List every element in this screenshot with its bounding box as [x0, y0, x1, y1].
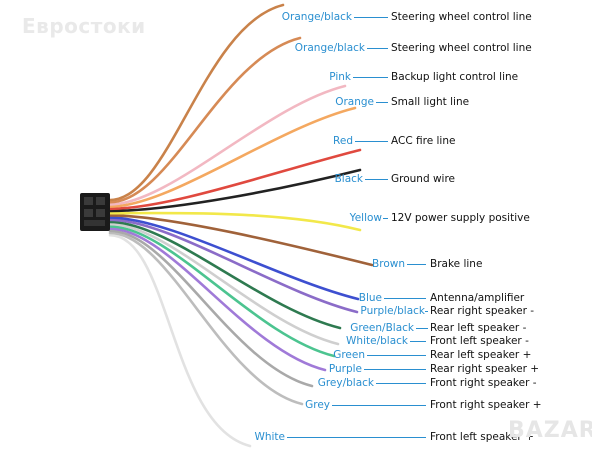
wire-9: [108, 218, 359, 314]
wire-color-label: Black: [334, 173, 363, 185]
wire-16: [108, 233, 252, 448]
leader-line: [287, 437, 426, 438]
leader-line: [383, 218, 388, 219]
wire-color-label: White/black: [346, 335, 408, 347]
wire-1: [108, 36, 302, 204]
wire-4: [108, 148, 362, 211]
wire-function-label: Antenna/amplifier: [430, 292, 525, 304]
wire-10: [108, 220, 342, 330]
wire-color-label: Orange: [335, 96, 374, 108]
wire-7: [108, 214, 374, 267]
wire-color-label: Red: [333, 135, 353, 147]
wire-function-label: Brake line: [430, 258, 483, 270]
wire-function-label: Steering wheel control line: [391, 11, 532, 23]
leader-line: [365, 179, 388, 180]
leader-line: [407, 264, 426, 265]
leader-line: [332, 405, 426, 406]
wire-13: [108, 227, 327, 372]
leader-line: [376, 383, 426, 384]
leader-line: [367, 355, 426, 356]
wire-function-label: Front left speaker -: [430, 335, 529, 347]
wire-color-label: Purple: [328, 363, 362, 375]
leader-line: [425, 311, 428, 312]
wire-lines: [108, 3, 374, 448]
wire-color-label: Orange/black: [294, 42, 365, 54]
leader-line: [367, 48, 388, 49]
wire-11: [108, 222, 340, 346]
leader-line: [364, 369, 426, 370]
leader-line: [416, 328, 428, 329]
wire-color-label: Green/Black: [350, 322, 414, 334]
wire-function-label: Rear left speaker -: [430, 322, 527, 334]
wire-2: [108, 84, 347, 206]
wire-function-label: Backup light control line: [391, 71, 519, 83]
leader-line: [410, 341, 426, 342]
wire-15: [108, 231, 304, 406]
wire-color-label: Brown: [372, 258, 405, 270]
wire-color-label: Yellow: [349, 212, 382, 224]
harness-connector: [80, 193, 110, 231]
wire-function-label: Rear right speaker -: [430, 305, 535, 317]
wire-function-label: Rear left speaker +: [430, 349, 532, 361]
wire-color-label: Orange/black: [281, 11, 352, 23]
bazar-logo: BAZAR: [508, 418, 592, 443]
wire-function-label: Ground wire: [391, 173, 456, 185]
wire-color-label: Grey: [305, 399, 330, 411]
wire-color-label: Purple/black: [360, 305, 425, 317]
leader-line: [354, 17, 388, 18]
wire-function-label: ACC fire line: [391, 135, 456, 147]
wire-14: [108, 229, 314, 388]
leader-line: [384, 298, 426, 299]
wire-function-label: Front right speaker +: [430, 399, 542, 411]
leader-line: [355, 141, 388, 142]
wire-function-label: Rear right speaker +: [430, 363, 540, 375]
wire-8: [108, 216, 360, 301]
wire-color-label: Grey/black: [317, 377, 374, 389]
leader-line: [376, 102, 388, 103]
wire-3: [108, 106, 357, 208]
wire-5: [108, 168, 362, 213]
wire-function-label: 12V power supply positive: [391, 212, 530, 224]
wire-6: [108, 211, 362, 232]
wire-color-label: White: [254, 431, 285, 443]
wire-color-label: Blue: [358, 292, 382, 304]
wire-function-label: Front left speaker +: [430, 431, 534, 443]
wire-color-label: Pink: [329, 71, 351, 83]
wire-function-label: Front right speaker -: [430, 377, 537, 389]
wire-0: [108, 3, 285, 202]
wire-color-label: Green: [333, 349, 365, 361]
wire-function-label: Small light line: [391, 96, 470, 108]
watermark-text: Евростоки: [22, 14, 146, 38]
leader-line: [353, 77, 388, 78]
wire-12: [108, 225, 336, 358]
wire-function-label: Steering wheel control line: [391, 42, 532, 54]
